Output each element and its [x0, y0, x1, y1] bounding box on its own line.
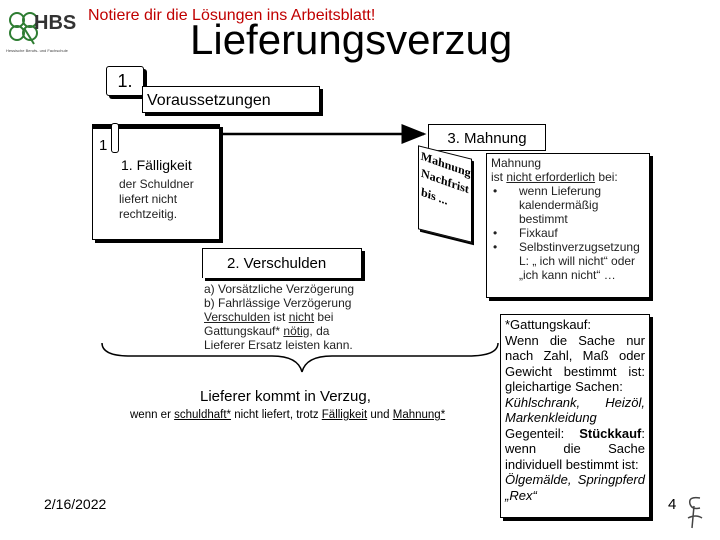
list-item: wenn Lieferung kalendermäßig bestimmt [491, 184, 645, 226]
list-item: Fixkauf [491, 226, 645, 240]
clover-icon [9, 12, 38, 45]
mahnung-line-2: ist nicht erforderlich bei: [491, 170, 618, 184]
mahnung-header: 3. Mahnung [447, 130, 527, 147]
verschulden-text: a) Vorsätzliche Verzögerung b) Fahrlässi… [204, 282, 364, 352]
verschulden-e: Lieferer Ersatz leisten kann. [204, 338, 353, 352]
voraussetzungen-box: Voraussetzungen [142, 86, 320, 113]
mahnung-quote: L: „ ich will nicht“ oder „ich kann nich… [519, 254, 636, 282]
gattungskauf-title: *Gattungskauf: [505, 317, 591, 332]
logo-text: HBS [34, 12, 77, 34]
gattungskauf-box: *Gattungskauf: Wenn die Sache nur nach Z… [500, 314, 650, 518]
verschulden-d: Gattungskauf* nötig, da [204, 324, 330, 338]
instruction-text: Notiere dir die Lösungen ins Arbeitsblat… [88, 7, 376, 24]
mahnung-header-box: 3. Mahnung [428, 124, 546, 151]
faelligkeit-title: 1. Fälligkeit [121, 157, 192, 173]
verschulden-title-box: 2. Verschulden [202, 248, 362, 278]
mahnung-exceptions-list: wenn Lieferung kalendermäßig bestimmt Fi… [491, 184, 645, 254]
clip-icon [111, 123, 119, 153]
gattungskauf-examples-2: Ölgemälde, Springpferd „Rex“ [505, 472, 645, 503]
conclusion-text: wenn er schuldhaft* nicht liefert, trotz… [130, 409, 446, 421]
slide-date: 2/16/2022 [44, 496, 107, 512]
signature-icon [687, 496, 703, 529]
gattungskauf-gegenteil: Gegenteil: Stückkauf: wenn die Sache ind… [505, 425, 645, 472]
step-number: 1. [117, 71, 133, 91]
page-number: 4 [668, 496, 677, 513]
logo-subtitle: Hessische Berufs- und Fachschule [6, 48, 68, 53]
clip-number: 1 [99, 137, 108, 154]
list-item: Selbstinverzugsetzung [491, 240, 645, 254]
verschulden-c: Verschulden ist nicht bei [204, 310, 334, 324]
faelligkeit-text: der Schuldner liefert nicht rechtzeitig. [119, 177, 194, 221]
faelligkeit-box: 1 1. Fälligkeit der Schuldner liefert ni… [92, 123, 220, 240]
mahnung-stamp-note: Mahnung! Nachfrist bis ... [418, 145, 475, 243]
step-number-box: 1. [106, 66, 144, 96]
mahnung-info-box: Mahnung ist nicht erforderlich bei: wenn… [486, 153, 650, 298]
hbs-logo: HBS Hessische Berufs- und Fachschule [4, 8, 76, 64]
verschulden-a: a) Vorsätzliche Verzögerung [204, 282, 355, 296]
mahnung-line-1: Mahnung [491, 156, 542, 170]
gattungskauf-examples: Kühlschrank, Heizöl, Markenkleidung [505, 394, 645, 426]
page-title: Lieferungsverzug [190, 16, 513, 63]
conclusion-headline: Lieferer kommt in Verzug, [200, 388, 371, 405]
verschulden-title: 2. Verschulden [227, 255, 327, 272]
verschulden-b: b) Fahrlässige Verzögerung [204, 296, 352, 310]
voraussetzungen-label: Voraussetzungen [147, 92, 271, 109]
gattungskauf-body: Wenn die Sache nur nach Zahl, Maß oder G… [505, 332, 645, 395]
